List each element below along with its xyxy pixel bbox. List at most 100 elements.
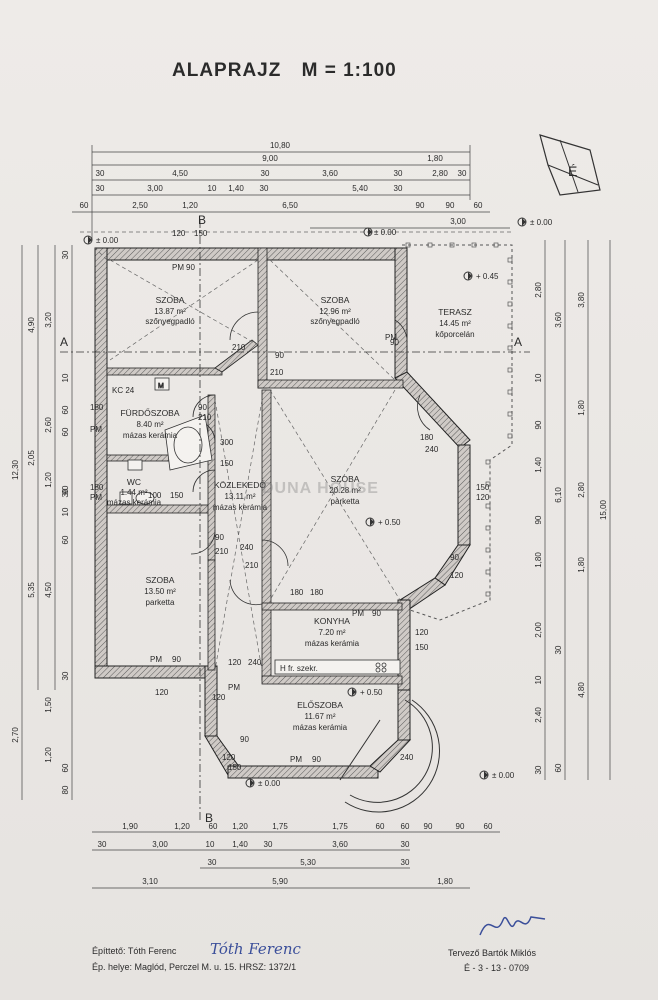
opening-label: 180 (310, 588, 324, 597)
opening-label: 90 (390, 338, 399, 347)
level-marker-icon (365, 517, 375, 527)
dimension-label: 30 (98, 840, 107, 849)
dimension-label: 1,40 (534, 457, 543, 473)
dimension-label: 1,20 (232, 822, 248, 831)
opening-label: PM (352, 609, 364, 618)
terrace-post (485, 569, 491, 575)
terrace-post (507, 389, 513, 395)
room-wc: WC 1.44 m² mázas kerámia (107, 477, 162, 507)
level-marker-icon (347, 687, 357, 697)
level-bottomright: ± 0.00 (492, 771, 515, 780)
dimension-label: 2,50 (132, 201, 148, 210)
svg-text:M: M (158, 383, 164, 390)
level-topleft: ± 0.00 (96, 236, 119, 245)
level-room: + 0.50 (378, 518, 401, 527)
terrace-post (507, 279, 513, 285)
dimension-label: 1,75 (272, 822, 288, 831)
opening-label: 180 (90, 403, 104, 412)
room-floor: parketta (331, 497, 360, 506)
dimension-label: 10 (534, 675, 543, 684)
section-lines (60, 220, 530, 820)
builder-signature: Tóth Ferenc (210, 940, 301, 958)
dimension-label: 90 (424, 822, 433, 831)
opening-label: 120 (212, 693, 226, 702)
room-area: 13.50 m² (144, 587, 176, 596)
dimension-label: 6,10 (554, 487, 563, 503)
room-szoba-1: SZOBA 13.87 m² szőnyegpadló (145, 295, 195, 326)
dimension-label: 10 (206, 840, 215, 849)
dimension-label: 1,90 (122, 822, 138, 831)
terrace-post (507, 411, 513, 417)
top-dimension-lines (72, 145, 510, 240)
dimension-label: 3,00 (450, 217, 466, 226)
builder-label: Építtető: Tóth Ferenc (92, 946, 177, 956)
dimension-label: 90 (416, 201, 425, 210)
room-name: FÜRDŐSZOBA (120, 408, 179, 418)
bathtub-icon (164, 414, 213, 471)
dimension-label: 10 (61, 373, 70, 382)
opening-label: 240 (400, 753, 414, 762)
dimension-label: 2,40 (534, 707, 543, 723)
dimension-label: 30 (96, 169, 105, 178)
level-marker-icon (463, 271, 473, 281)
dimension-label: 1,20 (174, 822, 190, 831)
dimension-label: 1,40 (228, 184, 244, 193)
dimension-label: 60 (474, 201, 483, 210)
dimension-label: 10 (208, 184, 217, 193)
opening-label: 240 (240, 543, 254, 552)
bottom-dimension-lines (92, 831, 500, 889)
room-name: KONYHA (314, 616, 350, 626)
dimension-label: 30 (394, 169, 403, 178)
dimension-label: 3,00 (147, 184, 163, 193)
opening-label: 90 (198, 403, 207, 412)
room-floor: szőnyegpadló (145, 317, 195, 326)
dimension-label: 10,80 (270, 141, 291, 150)
dimension-label: 4,90 (27, 317, 36, 333)
level-entry: + 0.50 (360, 688, 383, 697)
roof-lines (80, 231, 512, 671)
opening-label: 90 (312, 755, 321, 764)
opening-label: 240 (248, 658, 262, 667)
dimension-label: 2,80 (432, 169, 448, 178)
opening-label: 90 (275, 351, 284, 360)
dimension-label: 6,50 (282, 201, 298, 210)
opening-label: 210 (270, 368, 284, 377)
opening-label: 90 (186, 263, 195, 272)
section-marks: A A B B (60, 213, 522, 825)
room-name: KC 24 (112, 386, 135, 395)
room-area: 12.96 m² (319, 307, 351, 316)
room-area: 20.28 m² (329, 486, 361, 495)
dimension-label: 4,80 (577, 682, 586, 698)
dimension-label: 2,80 (577, 482, 586, 498)
opening-label: 90 (215, 533, 224, 542)
interior-walls (106, 247, 404, 685)
kitchen-counter (274, 659, 401, 675)
opening-label: 90 (240, 735, 249, 744)
dimension-label: 30 (458, 169, 467, 178)
room-kc: KC 24 (112, 386, 135, 395)
opening-label: 150 (415, 643, 429, 652)
section-mark-b-bottom: B (205, 811, 213, 825)
toilet-icon (119, 491, 155, 505)
terrace-post (507, 257, 513, 263)
dimension-label: 3,00 (152, 840, 168, 849)
dimension-label: 90 (534, 515, 543, 524)
dimension-label: 60 (484, 822, 493, 831)
room-name: KÖZLEKEDŐ (214, 480, 266, 490)
dimension-label: 2,80 (534, 282, 543, 298)
room-labels: SZOBA 13.87 m² szőnyegpadló SZOBA 12.96 … (107, 295, 475, 732)
room-name: ELŐSZOBA (297, 700, 343, 710)
dimension-label: 90 (61, 485, 70, 494)
dimension-label: 5,90 (272, 877, 288, 886)
terrace-post (493, 242, 499, 248)
room-floor: kőporcelán (435, 330, 474, 339)
dimension-label: 3,60 (322, 169, 338, 178)
room-kozlekedo: KÖZLEKEDŐ 13.11 m² mázas kerámia (213, 480, 268, 512)
opening-label: 180 (90, 483, 104, 492)
section-mark-a-left: A (60, 335, 68, 349)
